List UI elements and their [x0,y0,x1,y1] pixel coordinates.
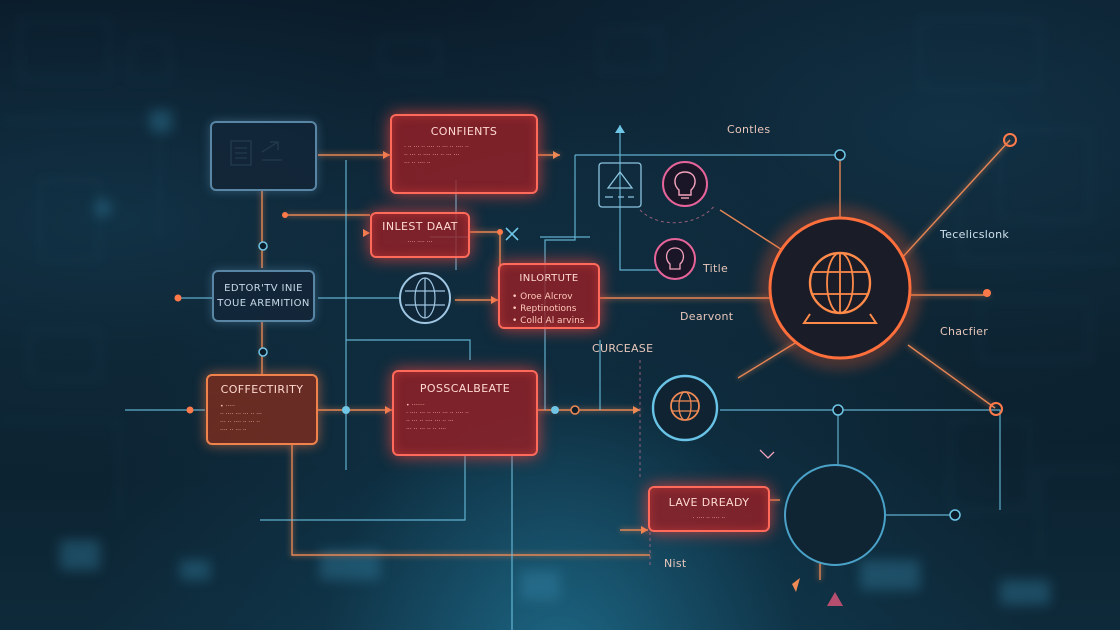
label-title: Title [703,262,729,275]
cross-icon [505,227,519,241]
monitor-icon [598,162,642,208]
editor-title: EDTOR'TV INIE [224,283,303,294]
label-chacfier: Chacfier [940,325,989,338]
possalbeate-box[interactable]: POSSCALBEATE • ······· · ···· ··· ·· ···… [392,370,538,456]
label-tecelicslonk: Tecelicslonk [940,228,1010,241]
label-nist: Nist [664,557,687,570]
box-text-line: • Oroe Alcrov [512,292,573,302]
data-node-circle [784,464,886,566]
label-dearvont: Dearvont [680,310,734,323]
box-text-line: ·· ··· ·· ···· ··· ·· ··· ··· [404,152,460,159]
inlest-daat-title: INLEST DAAT [382,220,458,233]
box-text-line: ·· ···· ··· ··· ·· ··· [220,411,262,418]
lave-dready-box[interactable]: LAVE DREADY · ···· ·· ···· ·· [648,486,770,532]
box-text-line: · ·· ··· ·· ···· ·· ··· ·· ···· ·· [404,144,469,151]
hub-globe-icon [758,206,922,370]
box-text-line: • ······· [406,402,425,409]
box-text-line: · ···· ·· ···· ·· [692,515,726,522]
document-panel [210,121,317,191]
box-text-line: ··· ·· ···· ·· ··· ·· [220,419,261,426]
junction-dots [174,133,1017,521]
network-globe-icon [651,374,719,442]
confients-box[interactable]: CONFIENTS · ·· ··· ·· ···· ·· ··· ·· ···… [390,114,538,194]
box-text-line: ···· ·· ··· ·· [220,427,247,434]
lightbulb-icon-bottom [654,238,696,280]
inlortute-box[interactable]: INLORTUTE • Oroe Alcrov • Reptinotions •… [498,263,600,329]
confients-title: CONFIENTS [430,125,498,138]
possalbeate-title: POSSCALBEATE [419,382,511,395]
box-text-line: · ···· ··· ·· ···· ··· ·· ···· ·· [406,410,469,417]
label-curcease: CURCEASE [592,342,654,355]
editor-box[interactable]: EDTOR'TV INIE TOUE AREMITION [212,270,315,322]
lightbulb-icon-top [662,161,708,207]
box-text-line: • Reptinotions [512,304,577,314]
box-text-line: ···· ···· ··· [407,239,433,246]
box-text-line: ·· ··· ·· ···· ··· ·· ··· [406,418,454,425]
inlortute-title: INLORTUTE [519,273,579,284]
box-text-line: • Colld Al arvins [512,316,585,326]
label-contles: Contles [727,123,771,136]
warning-icon [827,592,843,606]
box-text-line: ··· ·· ···· ·· [404,160,431,167]
inlest-daat-box[interactable]: INLEST DAAT ···· ···· ··· [370,212,470,258]
editor-subtitle: TOUE AREMITION [217,298,310,309]
box-text-line: • ····· [220,403,235,410]
lave-dready-title: LAVE DREADY [668,496,750,509]
globe-icon [399,272,451,324]
box-text-line: ··· ·· ··· ·· ·· ···· [406,426,447,433]
coffectirity-box[interactable]: COFFECTIRITY • ····· ·· ···· ··· ··· ·· … [206,374,318,445]
coffectirity-title: COFFECTIRITY [220,383,304,396]
